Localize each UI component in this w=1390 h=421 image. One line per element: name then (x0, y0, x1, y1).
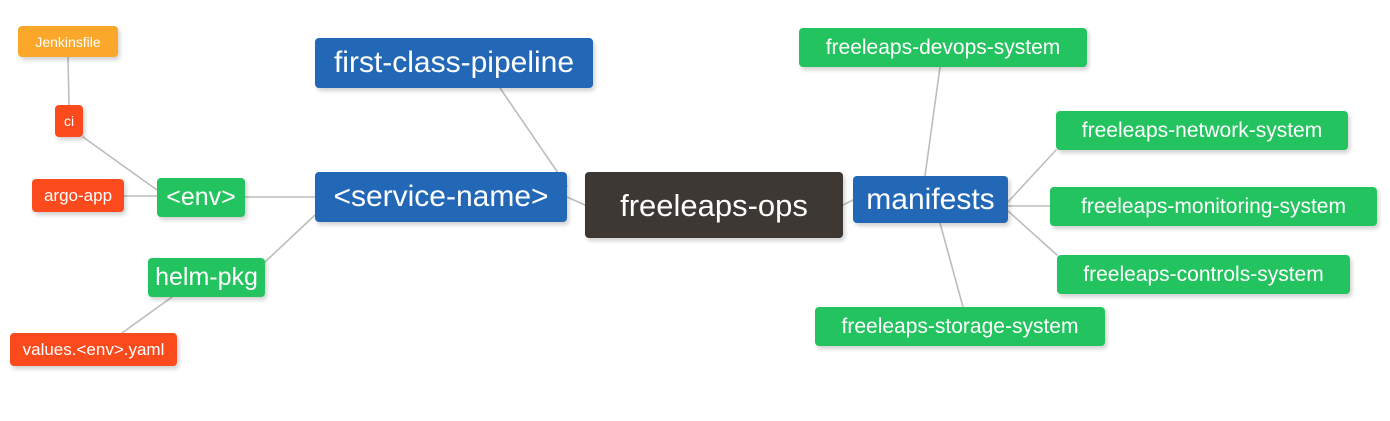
node-freeleaps-controls-system[interactable]: freeleaps-controls-system (1057, 255, 1350, 294)
edge-freeleaps-ops-to-service-name (566, 196, 586, 206)
node-label-manifests: manifests (866, 182, 995, 216)
node-freeleaps-ops[interactable]: freeleaps-ops (585, 172, 843, 238)
node-label-ci: ci (63, 113, 75, 129)
node-label-env: <env> (166, 183, 236, 211)
node-jenkinsfile[interactable]: Jenkinsfile (18, 26, 118, 57)
node-label-freeleaps-monitoring-system: freeleaps-monitoring-system (1081, 195, 1346, 218)
edge-manifests-to-freeleaps-storage-system (939, 222, 964, 308)
node-manifests[interactable]: manifests (853, 176, 1008, 223)
node-freeleaps-network-system[interactable]: freeleaps-network-system (1056, 111, 1348, 150)
node-label-freeleaps-controls-system: freeleaps-controls-system (1083, 263, 1324, 286)
node-label-argo-app: argo-app (43, 186, 113, 205)
node-label-freeleaps-network-system: freeleaps-network-system (1081, 119, 1323, 142)
node-values-env-yaml[interactable]: values.<env>.yaml (10, 333, 177, 366)
node-label-jenkinsfile: Jenkinsfile (35, 33, 101, 50)
node-label-freeleaps-devops-system: freeleaps-devops-system (825, 36, 1061, 59)
edge-service-name-to-helm-pkg (264, 214, 316, 263)
node-label-first-class-pipeline: first-class-pipeline (333, 46, 575, 79)
edge-ci-to-jenkinsfile (67, 56, 70, 106)
node-freeleaps-monitoring-system[interactable]: freeleaps-monitoring-system (1050, 187, 1377, 226)
node-argo-app[interactable]: argo-app (32, 179, 124, 212)
node-freeleaps-devops-system[interactable]: freeleaps-devops-system (799, 28, 1087, 67)
node-env[interactable]: <env> (157, 178, 245, 217)
edge-manifests-to-freeleaps-network-system (1007, 149, 1057, 203)
node-freeleaps-storage-system[interactable]: freeleaps-storage-system (815, 307, 1105, 346)
node-helm-pkg[interactable]: helm-pkg (148, 258, 265, 297)
node-label-freeleaps-ops: freeleaps-ops (620, 187, 808, 223)
node-label-values-env-yaml: values.<env>.yaml (22, 340, 165, 359)
node-label-freeleaps-storage-system: freeleaps-storage-system (841, 315, 1079, 338)
node-ci[interactable]: ci (55, 105, 83, 137)
node-service-name[interactable]: <service-name> (315, 172, 567, 222)
edge-freeleaps-ops-to-manifests (842, 199, 854, 206)
node-label-helm-pkg: helm-pkg (155, 263, 258, 291)
node-label-service-name: <service-name> (333, 180, 549, 213)
edge-helm-pkg-to-values-env-yaml (121, 296, 173, 334)
edge-manifests-to-freeleaps-devops-system (924, 66, 941, 177)
node-first-class-pipeline[interactable]: first-class-pipeline (315, 38, 593, 88)
